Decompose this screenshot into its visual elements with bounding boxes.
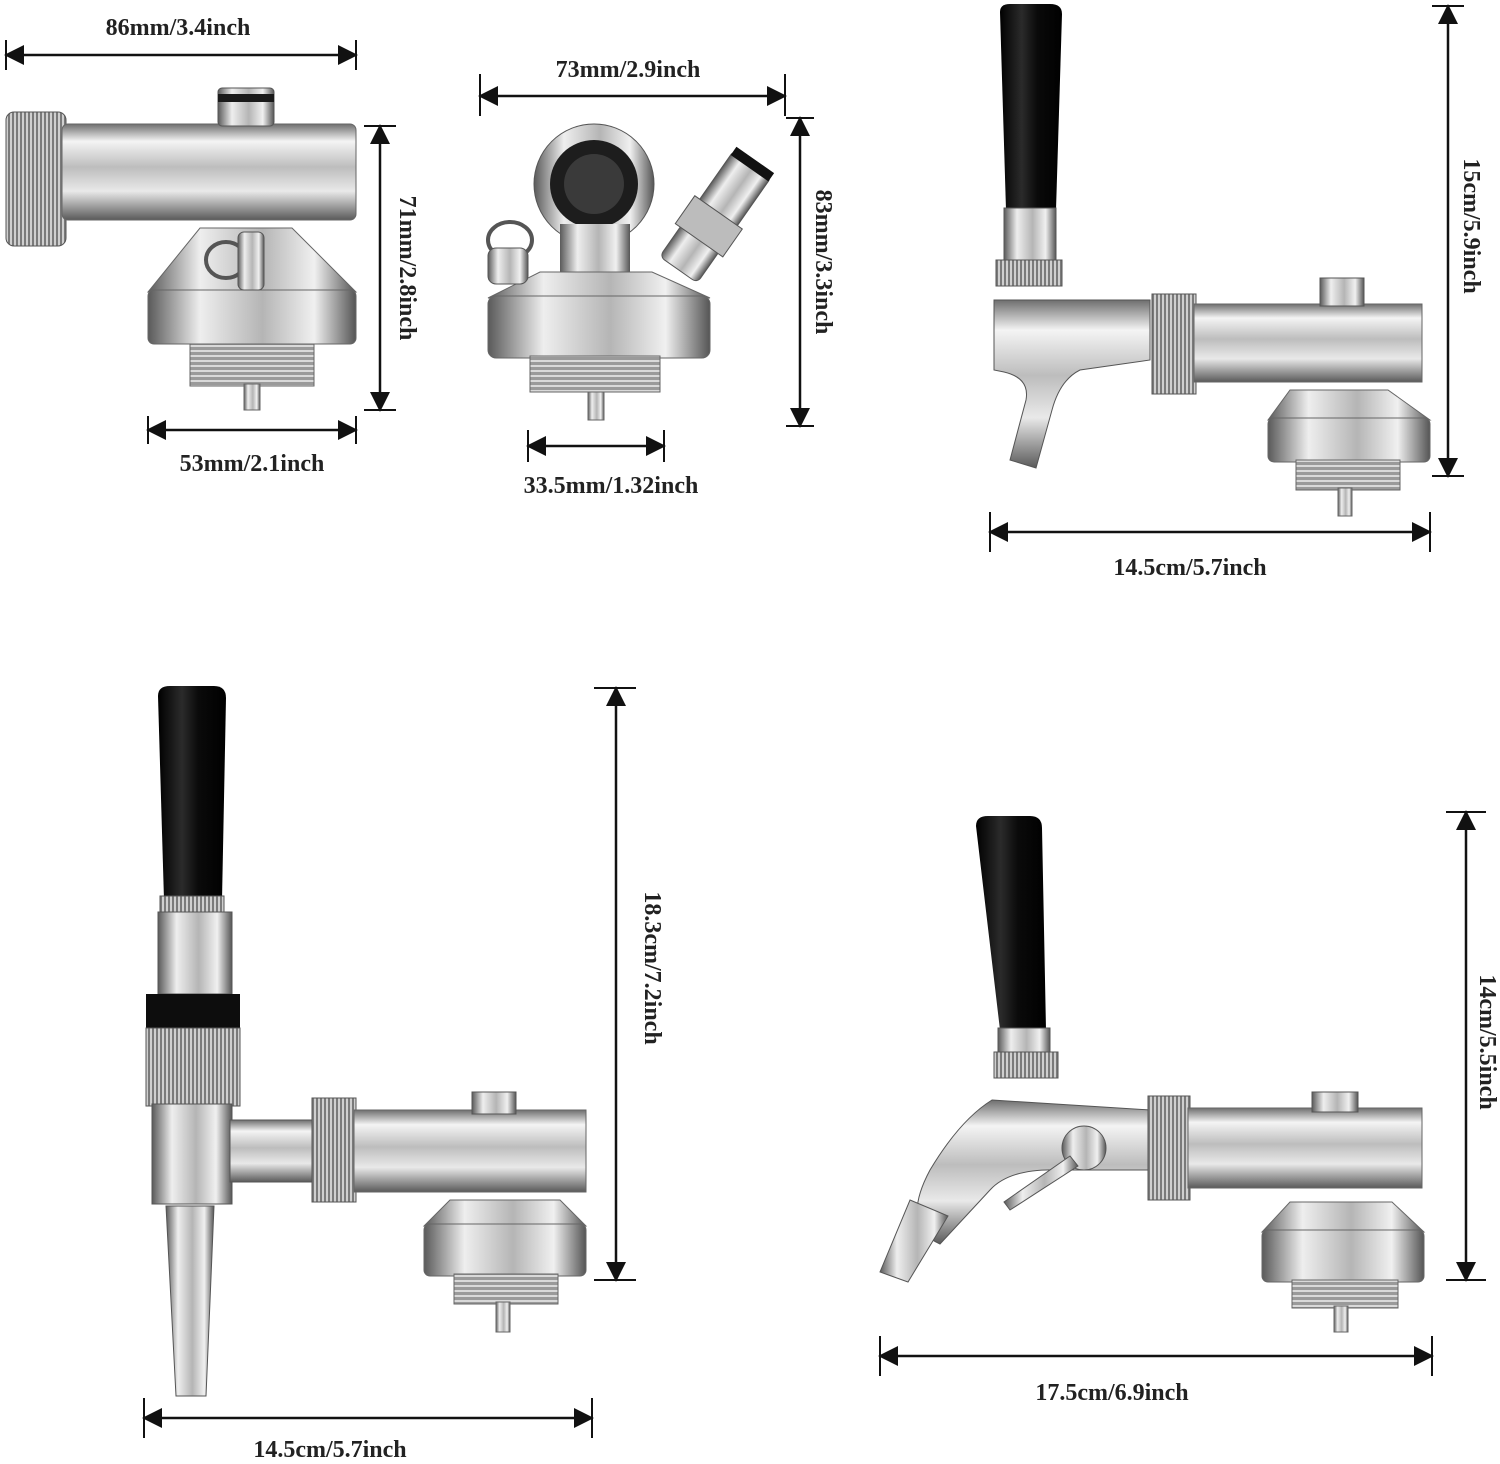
stout-nozzle (165, 1205, 215, 1397)
standard-faucet-view (993, 4, 1432, 517)
coupler-end-view (486, 123, 775, 421)
dimension-18-3cm: 18.3cm/7.2inch (594, 686, 665, 1282)
dimension-14-5cm-top: 14.5cm/5.7inch (988, 512, 1432, 581)
dimension-label: 33.5mm/1.32inch (524, 473, 699, 499)
dimension-71mm: 71mm/2.8inch (364, 124, 420, 412)
coupler-tube (353, 1109, 587, 1193)
coupler-pin (587, 391, 605, 421)
dimension-86mm: 86mm/3.4inch (4, 15, 358, 70)
coupler-tube (1193, 303, 1423, 383)
tap-handle (1000, 4, 1062, 210)
tap-handle (158, 686, 226, 900)
dimension-label: 14.5cm/5.7inch (1113, 555, 1266, 581)
coupler-side-view (5, 87, 358, 411)
dimension-label: 14cm/5.5inch (1474, 974, 1500, 1109)
dimension-label: 15cm/5.9inch (1458, 158, 1484, 293)
coupler-knurled-nut (5, 111, 67, 247)
coupler-tube (1187, 1107, 1423, 1189)
coupler-thread (189, 343, 315, 387)
dimension-label: 17.5cm/6.9inch (1035, 1380, 1188, 1406)
dimension-73mm: 73mm/2.9inch (478, 57, 787, 116)
faucet-body (993, 299, 1151, 469)
dimension-14cm: 14cm/5.5inch (1446, 810, 1500, 1282)
tap-handle (976, 816, 1046, 1030)
coupler-base-ring (147, 289, 357, 345)
coupler-cone (487, 271, 711, 299)
dimension-label: 71mm/2.8inch (394, 196, 420, 341)
coupler-thread (529, 355, 661, 393)
stout-faucet-view (145, 686, 588, 1397)
dimension-53mm: 53mm/2.1inch (146, 416, 358, 477)
dimension-17-5cm: 17.5cm/6.9inch (878, 1336, 1434, 1406)
flow-control-lever (1003, 1155, 1079, 1211)
dimension-label: 18.3cm/7.2inch (639, 891, 665, 1044)
relief-valve-icon (486, 220, 534, 285)
dimension-33-5mm: 33.5mm/1.32inch (524, 430, 699, 499)
dimension-label: 83mm/3.3inch (810, 190, 836, 335)
dimension-label: 86mm/3.4inch (106, 15, 251, 41)
coupler-base-ring (487, 295, 711, 359)
flow-control-faucet-view (879, 816, 1426, 1333)
faucet-body (151, 1103, 233, 1205)
coupler-pin (243, 383, 261, 411)
dimension-15cm: 15cm/5.9inch (1432, 4, 1484, 478)
faucet-body (916, 1099, 1151, 1245)
ball-lock-post-icon (661, 146, 775, 282)
coupler-tube (61, 123, 357, 221)
spout (879, 1199, 949, 1283)
dimension-label: 14.5cm/5.7inch (253, 1437, 406, 1463)
dimension-14-5cm-bottom: 14.5cm/5.7inch (142, 1398, 594, 1463)
coupler-top-post (217, 87, 275, 127)
dimension-label: 53mm/2.1inch (180, 451, 325, 477)
dimension-label: 73mm/2.9inch (556, 57, 701, 83)
dimension-83mm: 83mm/3.3inch (786, 116, 836, 428)
